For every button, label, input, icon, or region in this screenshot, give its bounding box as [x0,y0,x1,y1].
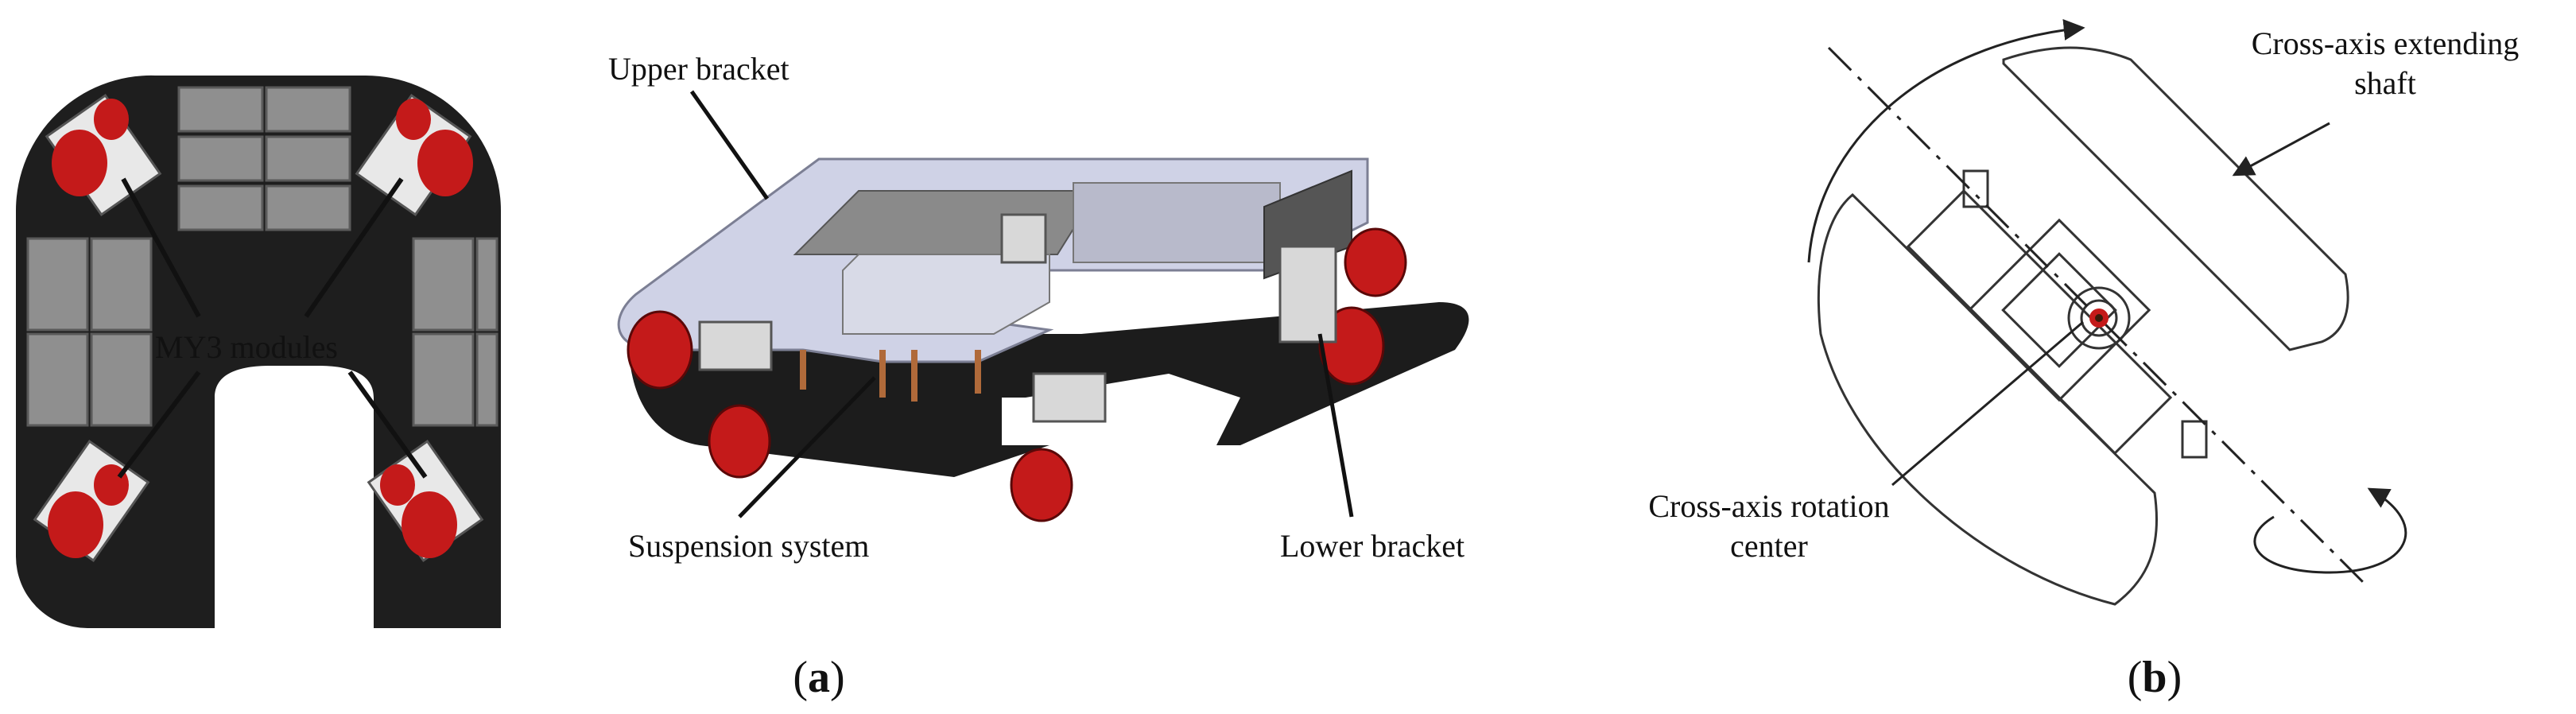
label-cross-axis-shaft-line1: Cross-axis extending [2252,25,2520,61]
label-lower-bracket: Lower bracket [1280,528,1465,564]
label-my3-modules: MY3 modules [155,329,338,365]
cross-axis-line [1827,46,2371,590]
caption-b-close: ) [2167,653,2182,702]
housing-outer-square [1967,218,2151,402]
label-cross-axis-shaft-line2: shaft [2354,65,2416,101]
center-leader-line [1891,320,2084,487]
housing-inner-square [2001,252,2117,368]
shaft-leader-line [2232,122,2330,177]
suspension-legs [800,350,981,402]
chassis-top-view: MY3 modules [15,75,501,629]
label-cross-axis-center-line1: Cross-axis rotation [1648,488,1889,524]
label-upper-bracket: Upper bracket [608,51,789,87]
my3-module-bottom-left [33,439,150,563]
chassis-isometric: Upper bracket Suspension system Lower br… [608,51,1469,564]
cross-axis-diagram [1817,46,2371,606]
rotation-arc-arrow [1807,18,2085,263]
upper-tab [1962,169,1989,208]
motor-modules [698,213,1337,423]
isometric-leader-lines [689,90,1354,518]
caption-a-close: ) [830,653,845,702]
label-cross-axis-center-line2: center [1730,528,1808,564]
rotation-hub-inner [2080,299,2118,337]
caption-a-letter: a [808,653,830,702]
caption-a-open: ( [793,653,808,702]
lower-tab [2181,420,2208,459]
module-leader-lines [117,177,428,479]
inner-wall [842,254,1050,335]
label-suspension-system: Suspension system [628,528,869,564]
central-housing [1906,188,2173,456]
caption-b-open: ( [2128,653,2143,702]
lower-shaft-body [1817,192,2159,606]
my3-module-top-right [355,93,473,217]
top-plates [177,86,351,231]
axial-rotation-arrow [2253,487,2407,574]
left-plates [26,237,153,427]
rear-wall [1073,182,1281,263]
my3-module-bottom-right [367,439,484,563]
caption-b: (b) [2128,653,2182,702]
rotation-center-core [2095,314,2103,322]
caption-b-letter: b [2142,653,2167,702]
my3-module-top-left [45,93,162,217]
right-plates [412,237,499,427]
rotation-hub-outer [2067,286,2131,350]
caption-a: (a) [793,653,844,702]
upper-shaft-body [2002,46,2349,351]
